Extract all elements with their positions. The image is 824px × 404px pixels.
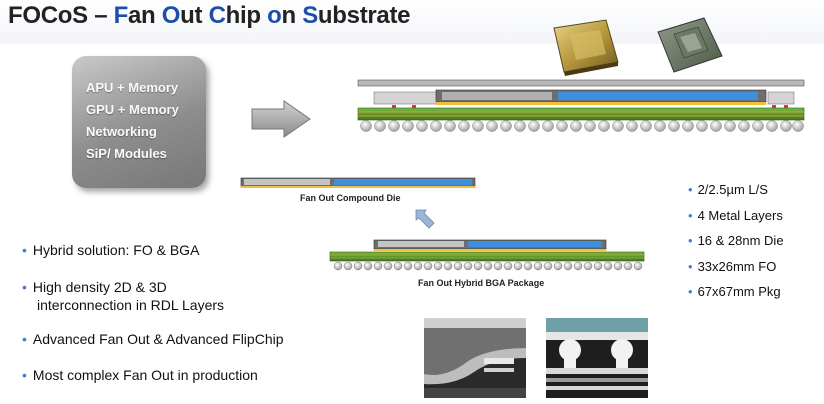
hybrid-package-caption: Fan Out Hybrid BGA Package (418, 278, 545, 288)
bullet-item: •Most complex Fan Out in production (22, 367, 258, 383)
spec-item: •16 & 28nm Die (688, 233, 784, 248)
bga-package-photo (657, 17, 723, 73)
bullet-item: •Advanced Fan Out & Advanced FlipChip (22, 331, 284, 347)
applications-box: APU + Memory GPU + Memory Networking SiP… (72, 56, 206, 188)
page-title: FOCoS – Fan Out Chip on Substrate (8, 2, 411, 29)
spec-item: •4 Metal Layers (688, 208, 783, 223)
spec-item: •2/2.5µm L/S (688, 182, 768, 197)
spec-item: •67x67mm Pkg (688, 284, 781, 299)
bullet-item: •High density 2D & 3D (22, 279, 167, 295)
package-photos (553, 17, 723, 76)
hybrid-bga-package-diagram (329, 239, 645, 271)
compound-die-diagram (240, 177, 476, 188)
down-right-arrow-icon (415, 209, 435, 229)
gold-package-photo (553, 19, 619, 76)
flipchip-bump-micrograph (546, 318, 648, 398)
bullet-item: •Hybrid solution: FO & BGA (22, 242, 200, 258)
bullet-item-continuation: interconnection in RDL Layers (37, 297, 225, 313)
spec-item: •33x26mm FO (688, 259, 777, 274)
application-item: APU + Memory (86, 80, 179, 95)
application-item: Networking (86, 124, 157, 139)
application-item: GPU + Memory (86, 102, 179, 117)
compound-die-caption: Fan Out Compound Die (300, 193, 401, 203)
application-item: SiP/ Modules (86, 146, 167, 161)
right-arrow-icon (251, 100, 311, 138)
rdl-micrograph (424, 318, 526, 398)
focos-package-cross-section (357, 79, 805, 132)
